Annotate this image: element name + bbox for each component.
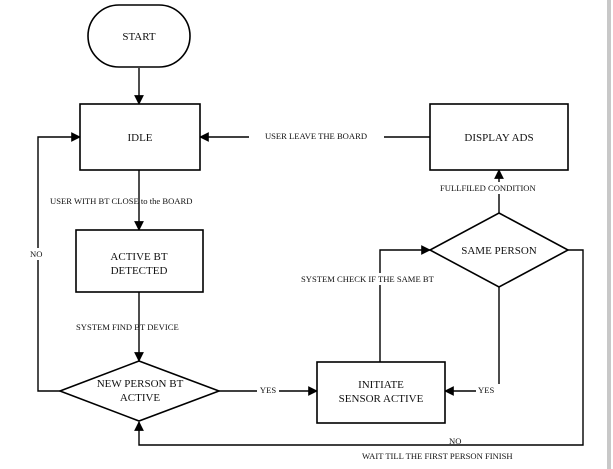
yes-new-label: YES <box>260 385 276 395</box>
edge-initiate-to-same <box>379 245 431 362</box>
fulfilled-label: FULLFILED CONDITION <box>440 183 537 193</box>
edge-same-to-new <box>134 249 584 446</box>
system-check-label: SYSTEM CHECK IF THE SAME BT <box>301 274 435 284</box>
display-ads-label: DISPLAY ADS <box>464 132 533 144</box>
new-person-decision <box>57 360 222 422</box>
initiate-node <box>316 361 446 424</box>
no-bottom-label: NO <box>449 436 461 446</box>
fulfilled-label-bg <box>438 182 560 194</box>
same-person-label: SAME PERSON <box>461 245 537 257</box>
same-person-decision <box>428 212 570 288</box>
start-node <box>87 4 191 68</box>
yes-new-label-bg <box>257 384 279 396</box>
system-check-label-bg <box>300 273 466 285</box>
active-bt-label-1: ACTIVE BT <box>110 251 167 263</box>
edge-same-to-initiate <box>444 287 500 396</box>
user-leave-label-bg <box>249 130 384 142</box>
idle-label: IDLE <box>127 132 152 144</box>
no-left-label: NO <box>30 249 42 259</box>
wait-label-bg <box>360 450 554 462</box>
wait-label: WAIT TILL THE FIRST PERSON FINISH <box>362 451 513 461</box>
system-find-label: SYSTEM FIND BT DEVICE <box>76 322 179 332</box>
active-bt-label-2: DETECTED <box>111 265 168 277</box>
initiate-label-1: INITIATE <box>358 379 404 391</box>
idle-node <box>79 103 201 171</box>
display-ads-node <box>429 103 569 171</box>
initiate-label-2: SENSOR ACTIVE <box>339 393 424 405</box>
edge-new-to-idle <box>37 132 81 392</box>
user-leave-label: USER LEAVE THE BOARD <box>265 131 367 141</box>
user-close-label: USER WITH BT CLOSE to the BOARD <box>50 196 192 206</box>
new-person-label-1: NEW PERSON BT <box>97 378 184 390</box>
start-label: START <box>122 31 156 43</box>
active-bt-node <box>75 229 204 293</box>
new-person-label-2: ACTIVE <box>120 392 161 404</box>
yes-same-label-bg <box>476 384 500 396</box>
yes-same-label: YES <box>478 385 494 395</box>
no-left-label-bg <box>28 248 48 260</box>
